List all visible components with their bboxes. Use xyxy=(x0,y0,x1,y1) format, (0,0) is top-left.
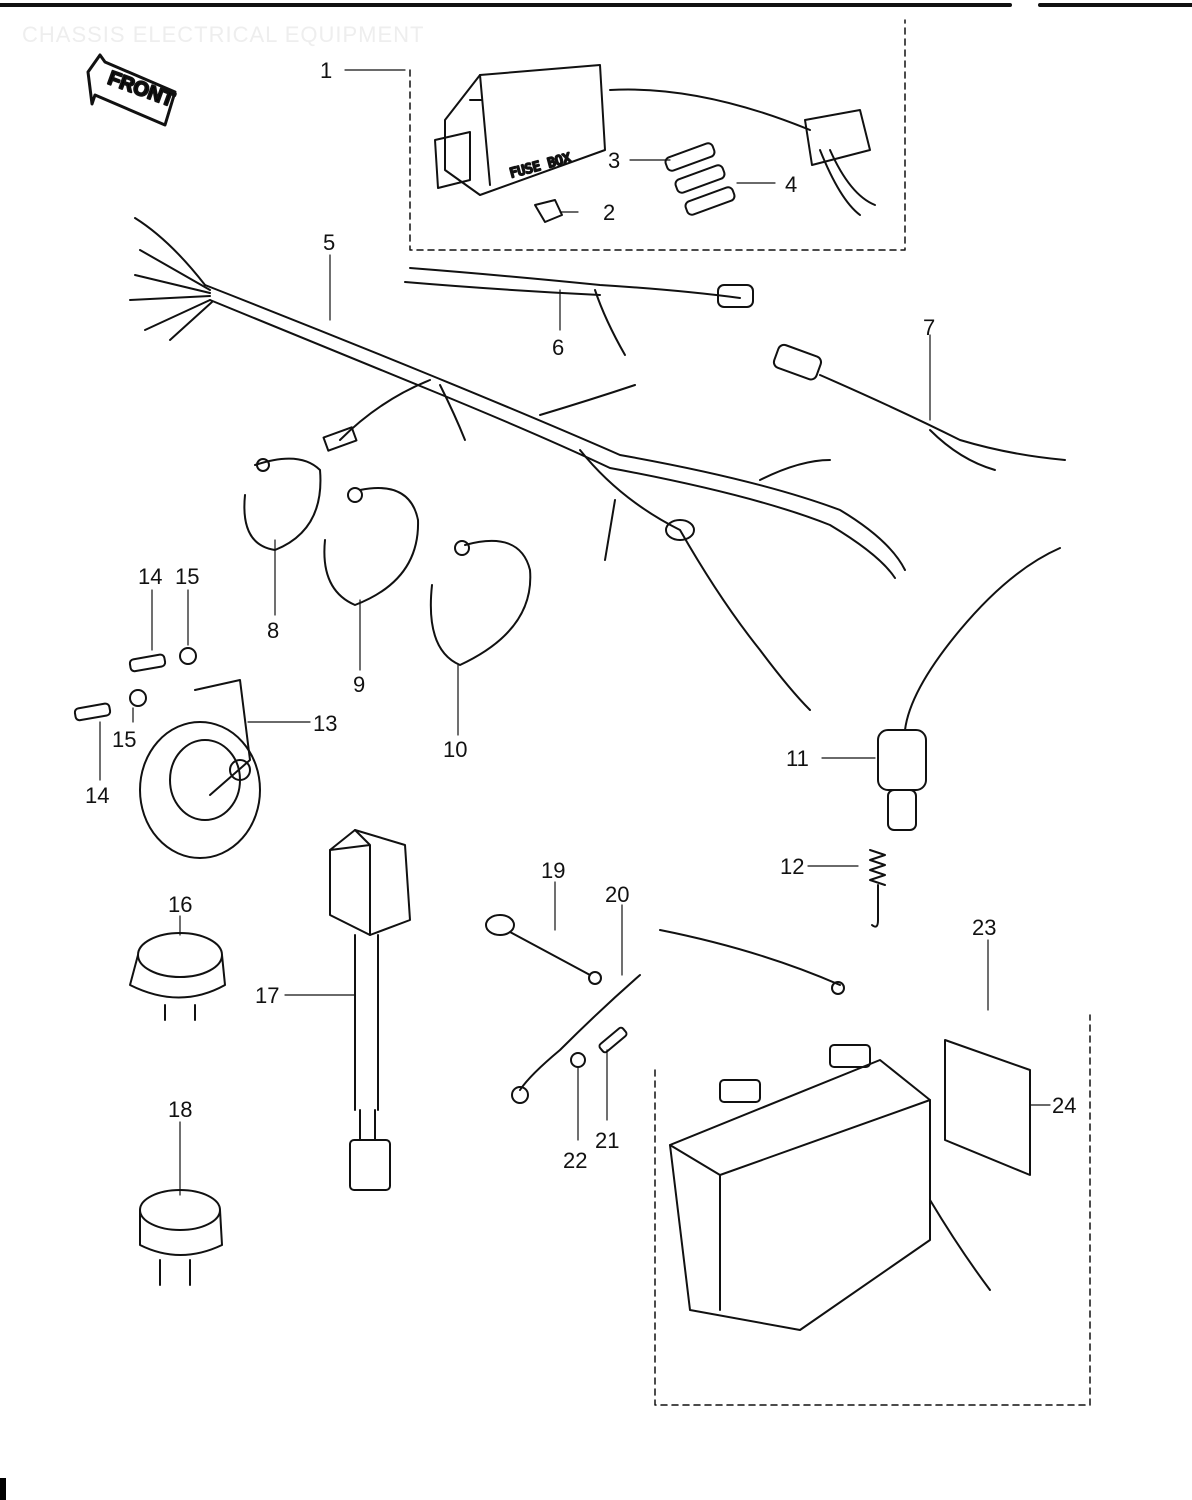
callout-labels: 1 2 3 4 5 6 7 8 9 10 11 12 13 14 15 14 1… xyxy=(85,58,1076,1173)
horn xyxy=(139,679,261,859)
callout-11: 11 xyxy=(786,746,809,771)
brake-light-switch xyxy=(877,547,1061,831)
fuse-box-label: FUSE BOX xyxy=(508,151,573,182)
washer xyxy=(129,647,197,707)
relay-16 xyxy=(129,932,226,1021)
battery xyxy=(669,1044,991,1331)
callout-20: 20 xyxy=(605,882,629,907)
fuse-box: FUSE BOX xyxy=(434,64,876,216)
main-wiring-harness xyxy=(129,217,906,711)
callout-12: 12 xyxy=(780,854,804,879)
callout-15-lower: 15 xyxy=(112,727,136,752)
relay-18 xyxy=(139,1189,223,1286)
band-small xyxy=(243,457,322,551)
callout-6: 6 xyxy=(552,335,564,360)
callout-22: 22 xyxy=(563,1148,587,1173)
callout-15-upper: 15 xyxy=(175,564,199,589)
callout-24: 24 xyxy=(1052,1093,1076,1118)
callout-9: 9 xyxy=(353,672,365,697)
band-large xyxy=(429,539,532,666)
callout-1: 1 xyxy=(320,58,332,83)
callout-3: 3 xyxy=(608,148,620,173)
corner-mark xyxy=(0,1478,6,1500)
callout-14-lower: 14 xyxy=(85,783,109,808)
callout-17: 17 xyxy=(255,983,279,1008)
fuse-box-group xyxy=(409,19,906,251)
mounting-bolt xyxy=(73,653,167,722)
fuse-clip xyxy=(534,199,563,223)
callout-5: 5 xyxy=(323,230,335,255)
callout-19: 19 xyxy=(541,858,565,883)
sub-harness xyxy=(404,267,754,356)
leader-lines xyxy=(99,69,1051,1196)
callout-4: 4 xyxy=(785,172,797,197)
regulator-unit xyxy=(329,829,411,1191)
battery-label-sheet xyxy=(944,1039,1031,1176)
page-title: CHASSIS ELECTRICAL EQUIPMENT xyxy=(22,22,425,47)
callout-14-upper: 14 xyxy=(138,564,162,589)
callout-18: 18 xyxy=(168,1097,192,1122)
callout-21: 21 xyxy=(595,1128,619,1153)
spare-fuses xyxy=(664,142,736,216)
callout-10: 10 xyxy=(443,737,467,762)
terminal-bolt xyxy=(598,1026,628,1054)
switch-spring xyxy=(869,849,886,928)
front-arrow-icon: FRONT xyxy=(86,53,178,127)
callout-7: 7 xyxy=(923,315,935,340)
ground-lead xyxy=(485,914,602,985)
callout-23: 23 xyxy=(972,915,996,940)
battery-bracket xyxy=(654,1014,1091,1406)
callout-8: 8 xyxy=(267,618,279,643)
band-medium xyxy=(323,487,420,606)
battery-cable xyxy=(511,929,845,1104)
terminal-nut xyxy=(570,1052,586,1068)
callout-13: 13 xyxy=(313,711,337,736)
callout-2: 2 xyxy=(603,200,615,225)
wire-lead xyxy=(772,343,1066,471)
callout-16: 16 xyxy=(168,892,192,917)
